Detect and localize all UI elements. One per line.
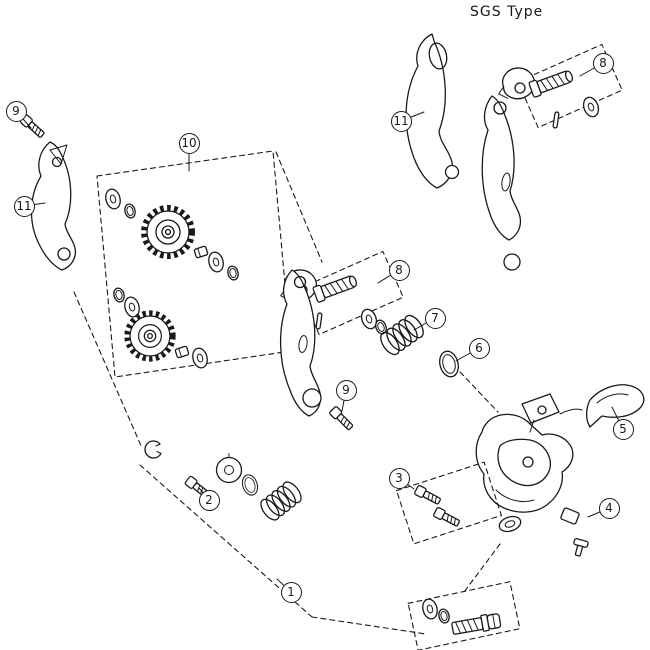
b-tension-screw (183, 475, 212, 501)
cage-tension-spring (376, 311, 428, 359)
seal-ring (436, 348, 462, 380)
mount-bolt-left (19, 113, 47, 140)
bracket-axle-group (407, 581, 521, 650)
b-axle-parts-group (144, 440, 306, 524)
middle-cage-group (276, 250, 462, 433)
cage-pivot-axle (311, 272, 360, 304)
stopper-plate (215, 456, 243, 484)
explosion-axis-lines (73, 151, 501, 635)
bracket-axle-bolt (451, 613, 502, 635)
stroke-adjust-screw-2 (432, 506, 462, 529)
tension-pulley (127, 313, 173, 359)
cable-fixing-plate (560, 507, 580, 525)
cable-fixing-bolt (573, 538, 589, 557)
plate-stop-screw (328, 405, 356, 433)
inner-plate-middle (279, 269, 322, 417)
top-right-cage-group (405, 33, 623, 271)
outer-plate-guide (585, 384, 645, 428)
inner-plate-sgs (481, 95, 522, 241)
guide-pulley (144, 208, 192, 256)
b-tension-spring (256, 478, 306, 524)
c-clip (144, 440, 162, 459)
stroke-adjust-screw-1 (413, 484, 443, 507)
diagram-title: SGS Type (470, 4, 544, 20)
derailleur-body-group (396, 384, 645, 557)
pulley-assembly-box (96, 150, 292, 378)
outer-plate-left (30, 141, 77, 271)
left-outer-plate-group (19, 113, 77, 271)
